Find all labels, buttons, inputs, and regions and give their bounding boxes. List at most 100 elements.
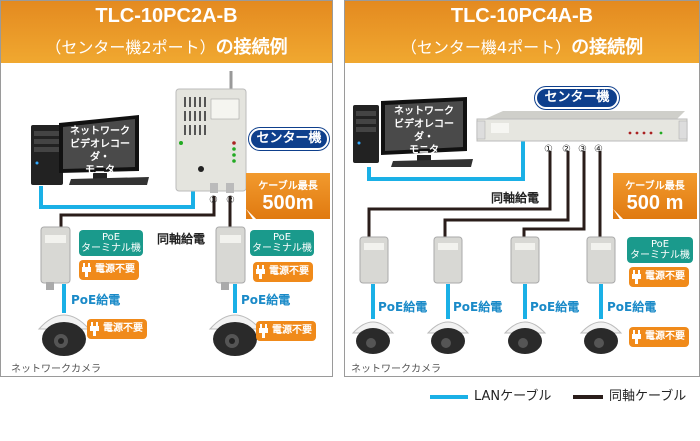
poe-power-label: PoE給電 [530, 300, 580, 314]
terminal-label-line: ターミナル機 [252, 243, 312, 254]
lan-swatch [430, 394, 468, 399]
legend-coax: 同軸ケーブル [573, 385, 686, 404]
port-number: ① [544, 144, 553, 155]
coax-power-label: 同軸給電 [157, 232, 206, 246]
terminal-unit-icon [433, 236, 463, 284]
monitor-label: ネットワーク ビデオレコーダ・ モニタ [387, 105, 461, 157]
terminal-label-line: ターミナル機 [81, 243, 141, 254]
panel-header: TLC-10PC4A-B （センター機4ポート）の接続例 [345, 1, 699, 63]
pc-tower-icon [31, 125, 63, 185]
monitor-label-line: ビデオレコーダ・ [70, 139, 130, 163]
monitor-label-line: ネットワーク [70, 126, 130, 137]
rack-center-unit-icon [476, 111, 688, 142]
terminal-unit-icon [40, 226, 71, 290]
port-number: ② [562, 144, 571, 155]
model-title: TLC-10PC4A-B [450, 5, 594, 27]
dome-camera-icon [37, 314, 91, 356]
no-power-text: 電源不要 [272, 325, 312, 336]
subtitle-bold: の接続例 [571, 37, 644, 58]
port-number: ③ [578, 144, 587, 155]
cable-max-badge: ケーブル最長 500m [246, 173, 330, 219]
cable-lines [351, 97, 688, 354]
monitor-label-line: モニタ [85, 165, 115, 176]
subtitle-bold: の接続例 [215, 37, 288, 58]
monitor-label-line: ビデオレコーダ・ [394, 119, 454, 143]
poe-power-label: PoE給電 [378, 300, 428, 314]
pc-tower-icon [353, 105, 379, 163]
center-unit-icon [175, 71, 247, 193]
cable-max-value: 500m [262, 192, 314, 214]
no-power-tag: 電源不要 [253, 262, 313, 282]
dome-camera-icon [208, 314, 262, 356]
terminal-unit-icon [215, 226, 246, 290]
cable-max-value: 500 m [626, 192, 684, 214]
no-power-text: 電源不要 [645, 271, 685, 282]
power-plug-icon [632, 270, 641, 284]
center-unit-label: センター機 [249, 128, 329, 150]
lan-cable [367, 141, 525, 181]
port-number: ② [226, 195, 235, 206]
cable-lines [31, 71, 262, 356]
dome-camera-icon [579, 321, 623, 354]
terminal-label-line: PoE [650, 239, 670, 250]
panel-2port: TLC-10PC2A-B （センター機2ポート）の接続例 [0, 0, 333, 377]
poe-power-label: PoE給電 [607, 300, 657, 314]
coax-cable [443, 151, 570, 237]
monitor-label: ネットワーク ビデオレコーダ・ モニタ [65, 125, 135, 177]
terminal-label-line: PoE [272, 232, 292, 243]
terminal-unit-icon [359, 236, 389, 284]
power-plug-icon [259, 324, 268, 338]
panel-header: TLC-10PC2A-B （センター機2ポート）の接続例 [1, 1, 332, 63]
cable-max-label: ケーブル最長 [625, 181, 685, 192]
poe-power-label: PoE給電 [241, 293, 291, 307]
port-number: ① [209, 195, 218, 206]
power-plug-icon [82, 263, 91, 277]
poe-power-label: PoE給電 [71, 293, 121, 307]
power-plug-icon [632, 330, 641, 344]
terminal-unit-icon [586, 236, 616, 284]
coax-swatch [573, 394, 603, 399]
poe-terminal-label: PoE ターミナル機 [627, 237, 693, 263]
monitor-icon [381, 97, 473, 167]
no-power-tag: 電源不要 [87, 319, 147, 339]
coax-power-label: 同軸給電 [491, 191, 540, 205]
subtitle-plain: （センター機2ポート） [45, 38, 216, 57]
coax-cable [522, 151, 586, 237]
model-title: TLC-10PC2A-B [95, 5, 238, 27]
subtitle: （センター機2ポート）の接続例 [1, 33, 332, 59]
cable-max-label: ケーブル最長 [258, 181, 318, 192]
legend-coax-label: 同軸ケーブル [609, 389, 687, 404]
camera-label: ネットワークカメラ [11, 364, 101, 375]
terminal-label-line: ターミナル機 [630, 250, 690, 261]
no-power-text: 電源不要 [103, 323, 143, 334]
camera-label: ネットワークカメラ [351, 364, 441, 375]
no-power-tag: 電源不要 [629, 267, 689, 287]
monitor-icon [59, 115, 149, 185]
lan-cable [39, 186, 195, 209]
poe-power-label: PoE給電 [453, 300, 503, 314]
coax-cable [59, 196, 216, 227]
no-power-tag: 電源不要 [256, 321, 316, 341]
center-unit-label: センター機 [535, 87, 619, 109]
power-plug-icon [90, 322, 99, 336]
no-power-tag: 電源不要 [79, 260, 139, 280]
no-power-text: 電源不要 [95, 264, 135, 275]
subtitle: （センター機4ポート）の接続例 [345, 33, 699, 59]
poe-terminal-label: PoE ターミナル機 [79, 230, 143, 256]
monitor-label-line: モニタ [409, 145, 439, 156]
dome-camera-icon [503, 321, 547, 354]
port-number: ④ [594, 144, 603, 155]
no-power-text: 電源不要 [269, 266, 309, 277]
coax-cable [367, 151, 552, 237]
dome-camera-icon [351, 321, 395, 354]
subtitle-plain: （センター機4ポート） [400, 38, 572, 57]
legend-lan-label: LANケーブル [474, 389, 552, 404]
power-plug-icon [256, 265, 265, 279]
dome-camera-icon [426, 321, 470, 354]
panel-4port: TLC-10PC4A-B （センター機4ポート）の接続例 [344, 0, 700, 377]
monitor-label-line: ネットワーク [394, 106, 454, 117]
no-power-tag: 電源不要 [629, 327, 689, 347]
poe-terminal-label: PoE ターミナル機 [250, 230, 314, 256]
cable-max-badge: ケーブル最長 500 m [613, 173, 697, 219]
no-power-text: 電源不要 [645, 331, 685, 342]
